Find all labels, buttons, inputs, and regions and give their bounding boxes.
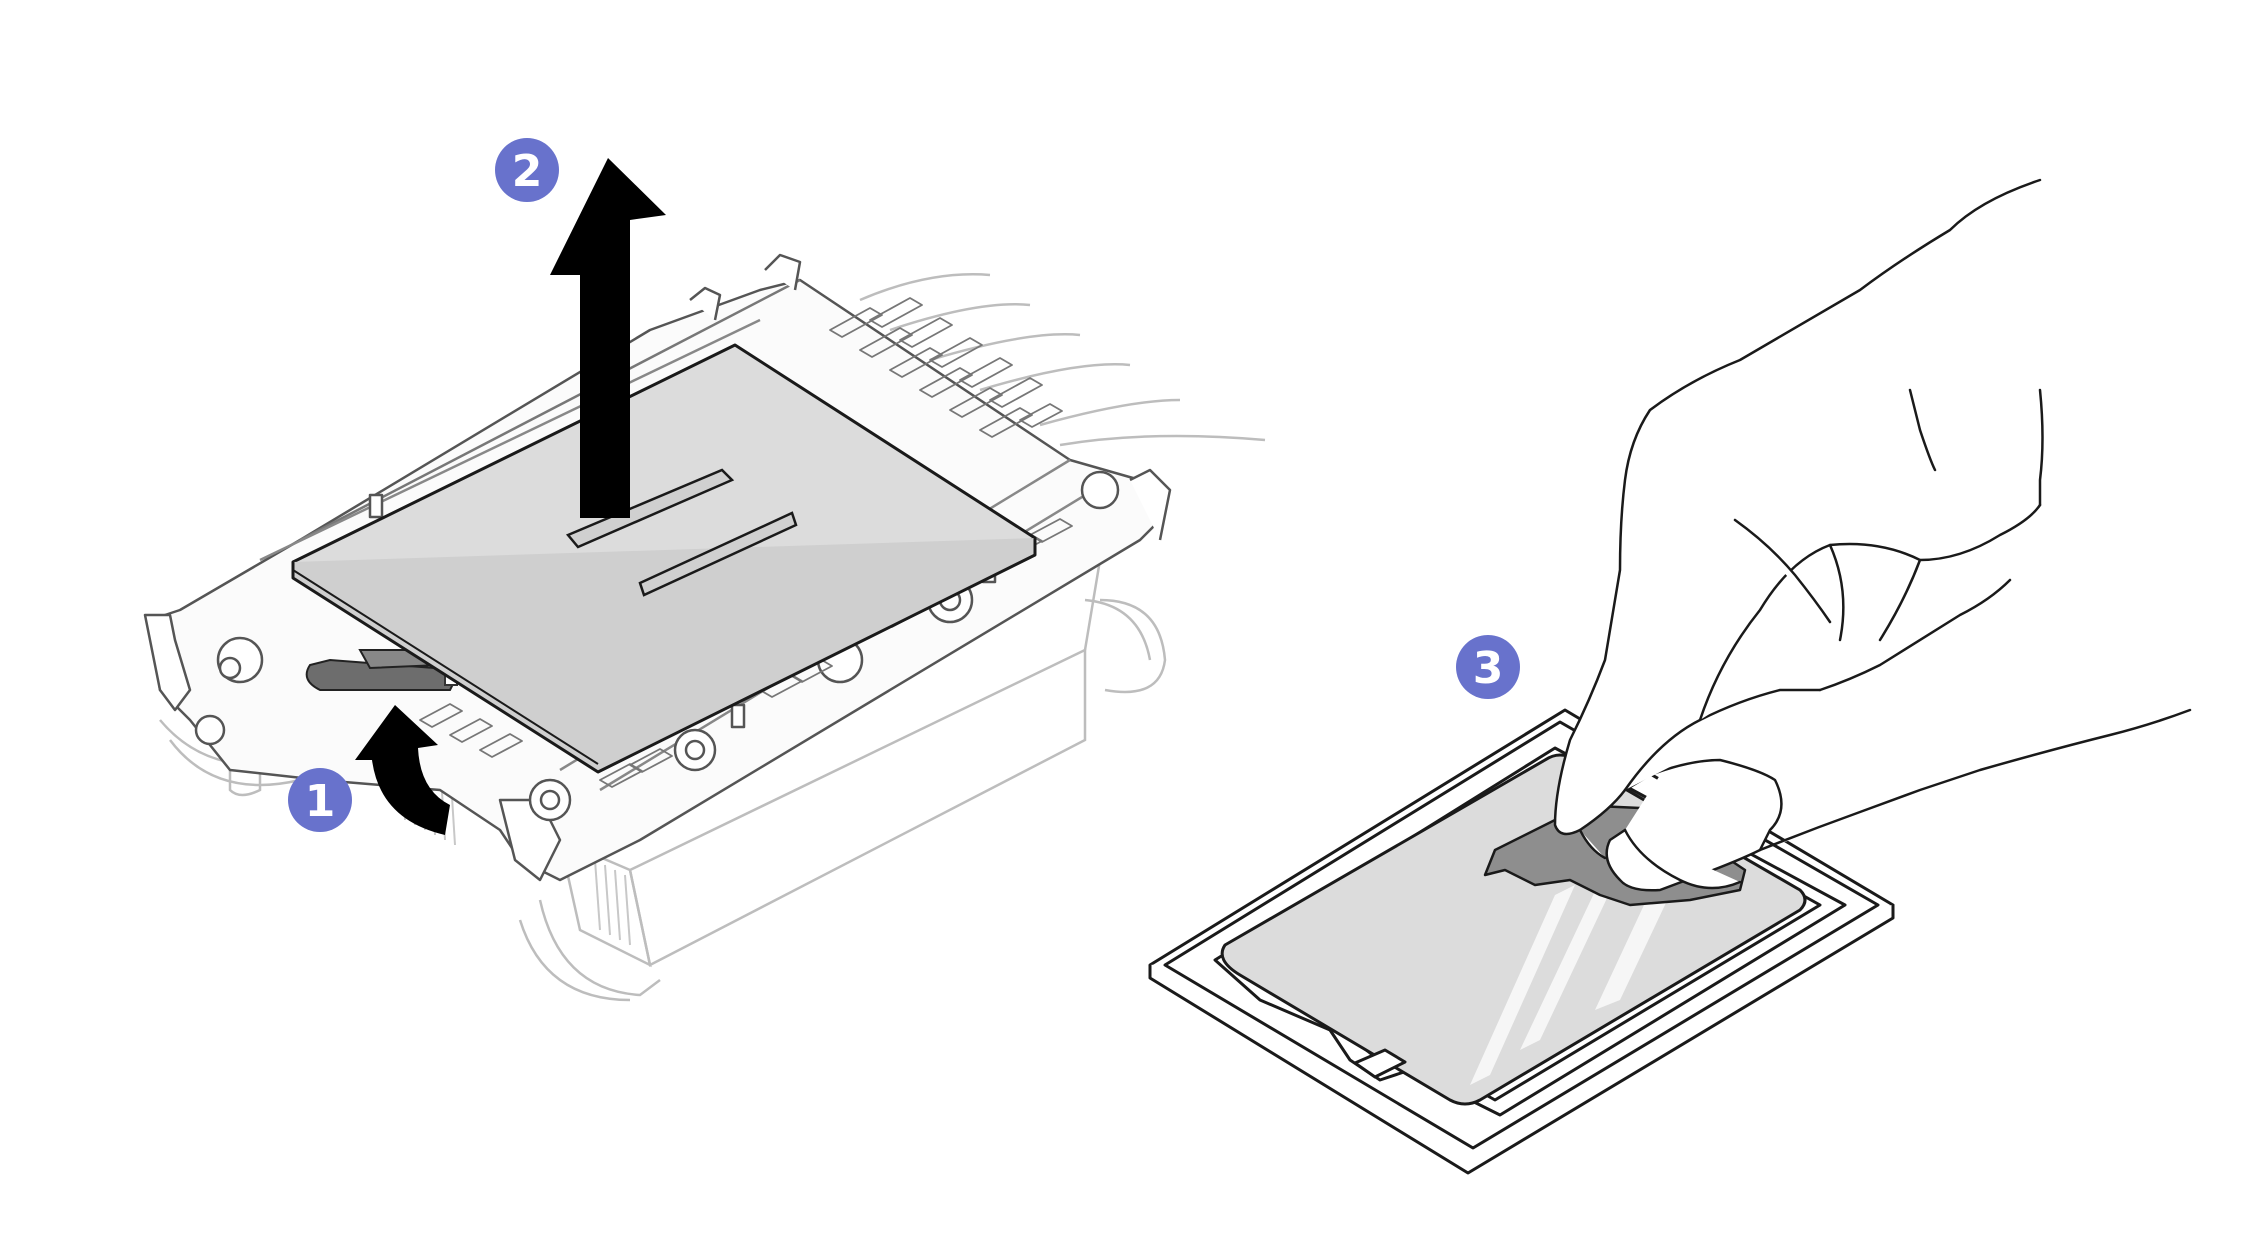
callout-number: 3	[1473, 643, 1504, 694]
processor	[291, 343, 1037, 774]
hand-wiping-icon	[1553, 178, 2192, 892]
callout-step-2: 2	[495, 138, 559, 202]
arrow-up-icon	[550, 158, 666, 518]
callout-number: 1	[305, 776, 336, 827]
processor-substrate	[1148, 708, 1895, 1175]
callout-step-1: 1	[288, 768, 352, 832]
heat-sink-assembly	[143, 158, 1266, 1002]
callout-step-3: 3	[1456, 635, 1520, 699]
processor-cleaning	[1148, 178, 2192, 1175]
curved-arrow-icon	[355, 705, 450, 835]
callout-number: 2	[512, 146, 543, 197]
